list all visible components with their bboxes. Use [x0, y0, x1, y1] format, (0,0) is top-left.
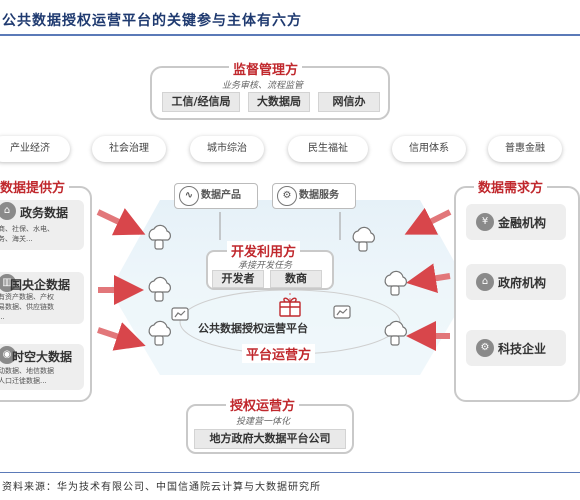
authorized-subtitle: 投建营一体化 [236, 417, 291, 427]
cloud-icon [384, 270, 407, 296]
demander-item: 科技企业 [498, 342, 547, 356]
cloud-db-icons [148, 224, 407, 346]
settings-icon: ⚙ [277, 186, 297, 206]
cloud-icon [148, 276, 171, 302]
authorized-heading: 授权运营方 [226, 395, 300, 414]
platform-gift-icon [279, 297, 301, 317]
demander-item: 金融机构 [498, 216, 547, 230]
developer-heading: 开发利用方 [227, 241, 301, 260]
provider-item-desc: 人口迁徙数据... [0, 377, 47, 385]
provider-heading: 数据提供方 [0, 177, 70, 196]
developer-member: 数商 [270, 270, 322, 288]
provider-item-title: 政务数据 [20, 206, 69, 220]
provider-item-title: 国央企数据 [10, 278, 71, 292]
inflow-arrows [96, 208, 146, 351]
developer-member: 开发者 [212, 270, 264, 288]
tech-icon: ⚙ [476, 339, 494, 357]
cloud-icon [148, 320, 171, 346]
wave-icon: ∿ [179, 186, 199, 206]
data-service-box: ⚙ 数据服务 [272, 183, 356, 209]
provider-item-desc: ... [0, 313, 5, 321]
demander-heading: 数据需求方 [474, 177, 548, 196]
scenario-pill: 社会治理 [92, 136, 166, 162]
provider-item-desc: 务、海关... [0, 235, 33, 243]
figure-title: 公共数据授权运营平台的关键参与主体有六方 [2, 13, 302, 29]
bank-icon: ¥ [476, 213, 494, 231]
provider-item-desc: 动数据、地信数据 [0, 367, 54, 375]
scenario-pill: 城市综治 [190, 136, 264, 162]
scenario-pill: 信用体系 [392, 136, 466, 162]
cloud-icon [148, 224, 171, 250]
government-icon: ⌂ [0, 202, 16, 220]
cloud-icon [384, 320, 407, 346]
enterprise-icon: ▥ [0, 274, 16, 292]
platform-name: 公共数据授权运营平台 [198, 322, 308, 335]
authorized-company: 地方政府大数据平台公司 [194, 429, 346, 449]
supervisor-heading: 监督管理方 [229, 59, 303, 78]
data-product-label: 数据产品 [201, 190, 241, 201]
outflow-arrows [404, 207, 452, 351]
monitor-icon [171, 307, 189, 321]
scenario-pill: 产业经济 [0, 136, 70, 162]
data-product-box: ∿ 数据产品 [174, 183, 258, 209]
title-divider [0, 34, 580, 36]
supervisor-subtitle: 业务审核、流程监管 [222, 81, 304, 91]
supervisor-member: 大数据局 [248, 92, 310, 112]
scenario-pill: 普惠金融 [488, 136, 562, 162]
scenario-pill: 民生福祉 [288, 136, 368, 162]
supervisor-member: 网信办 [318, 92, 380, 112]
provider-item-desc: 易数据、供应链数 [0, 303, 54, 311]
demander-item: 政府机构 [498, 276, 547, 290]
data-service-label: 数据服务 [299, 190, 339, 201]
provider-item-desc: 有资产数据、产权 [0, 293, 54, 301]
developer-subtitle: 承接开发任务 [238, 261, 293, 271]
cloud-icon [352, 226, 375, 252]
supervisor-member: 工信/经信局 [162, 92, 240, 112]
provider-item-desc: 商、社保、水电、 [0, 225, 54, 233]
provider-item-title: 时空大数据 [12, 350, 73, 364]
source-note: 资料来源：华为技术有限公司、中国信通院云计算与大数据研究所 [2, 482, 321, 493]
monitor-icon [333, 305, 351, 319]
source-divider [0, 472, 580, 473]
platform-operator: 平台运营方 [242, 344, 316, 363]
location-icon: ◉ [0, 346, 16, 364]
government-building-icon: ⌂ [476, 273, 494, 291]
